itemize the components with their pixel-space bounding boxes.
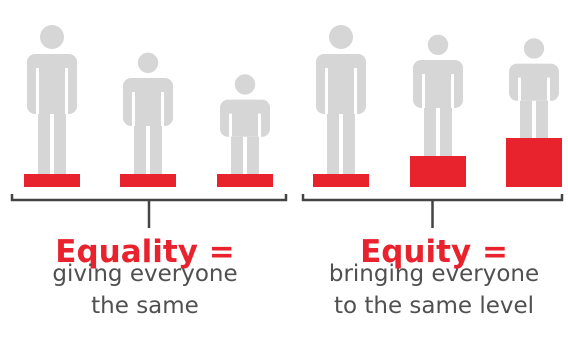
- panel-1-box-1: [24, 174, 80, 187]
- panel-1-person-1-torso: [27, 54, 77, 114]
- panel-1-person-2-leg-left: [134, 126, 146, 174]
- panel-2-person-3-head: [523, 38, 545, 59]
- panel-1-person-3-head: [234, 74, 256, 95]
- panel-2-box-2: [410, 156, 466, 187]
- panel-1-person-1-arm-gap-left: [36, 68, 39, 114]
- equity-caption-line1: bringing everyone: [328, 261, 540, 287]
- panel-2-box-1: [313, 174, 369, 187]
- equity-heading: Equity =: [360, 234, 508, 270]
- equity-bracket: [301, 194, 564, 228]
- panel-1-person-3-leg-left: [231, 136, 243, 174]
- panel-1-person-3-torso: [220, 99, 270, 137]
- panel-1-box-2: [120, 174, 176, 187]
- panel-2-person-1-head: [329, 25, 353, 49]
- equality-caption-line1: giving everyone: [52, 261, 238, 287]
- panel-1-person-2-leg-right: [150, 126, 162, 174]
- panel-2-person-3-torso: [509, 63, 559, 101]
- panel-1-person-3-arm-gap-right: [258, 113, 261, 137]
- panel-2-person-1-arm-gap-left: [325, 68, 328, 114]
- panel-2-person-3-leg-left: [520, 100, 532, 138]
- panel-2-person-1-arm-gap-right: [354, 68, 357, 114]
- panel-2-person-2-arm-gap-left: [422, 74, 425, 108]
- panel-1-person-2-arm-gap-right: [161, 92, 164, 126]
- panel-2-person-2-leg-left: [424, 108, 436, 156]
- panel-1-person-1-head: [40, 25, 64, 49]
- panel-2-person-2-arm-gap-right: [451, 74, 454, 108]
- panel-2-person-2-torso: [413, 60, 463, 108]
- panel-2-person-1-torso: [316, 54, 366, 114]
- panel-1-person-2-torso: [123, 78, 173, 126]
- panel-2-person-2-head: [427, 34, 449, 55]
- panel-1-person-1-leg-left: [38, 114, 50, 174]
- panel-2-person-3-leg-right: [536, 100, 548, 138]
- panel-2-person-3-arm-gap-right: [547, 77, 550, 101]
- equality-caption: giving everyone the same: [10, 258, 280, 322]
- panel-2-person-2-leg-right: [440, 108, 452, 156]
- panel-2-person-1-leg-right: [343, 114, 355, 174]
- panel-1-person-1-leg-right: [54, 114, 66, 174]
- equality-heading: Equality =: [55, 234, 235, 270]
- equality-bracket: [10, 194, 288, 228]
- equity-caption: bringing everyone to the same level: [300, 258, 568, 322]
- panel-1-person-3-arm-gap-left: [229, 113, 232, 137]
- equity-caption-line2: to the same level: [333, 293, 535, 319]
- panel-1-person-1-arm-gap-right: [65, 68, 68, 114]
- panel-2-person-3-arm-gap-left: [518, 77, 521, 101]
- panel-2-person-1-leg-left: [327, 114, 339, 174]
- equality-caption-line2: the same: [91, 293, 199, 319]
- panel-1-box-3: [217, 174, 273, 187]
- panel-1-person-2-arm-gap-left: [132, 92, 135, 126]
- panel-2-box-3: [506, 138, 562, 187]
- panel-1-person-3-leg-right: [247, 136, 259, 174]
- panel-1-person-2-head: [137, 52, 159, 73]
